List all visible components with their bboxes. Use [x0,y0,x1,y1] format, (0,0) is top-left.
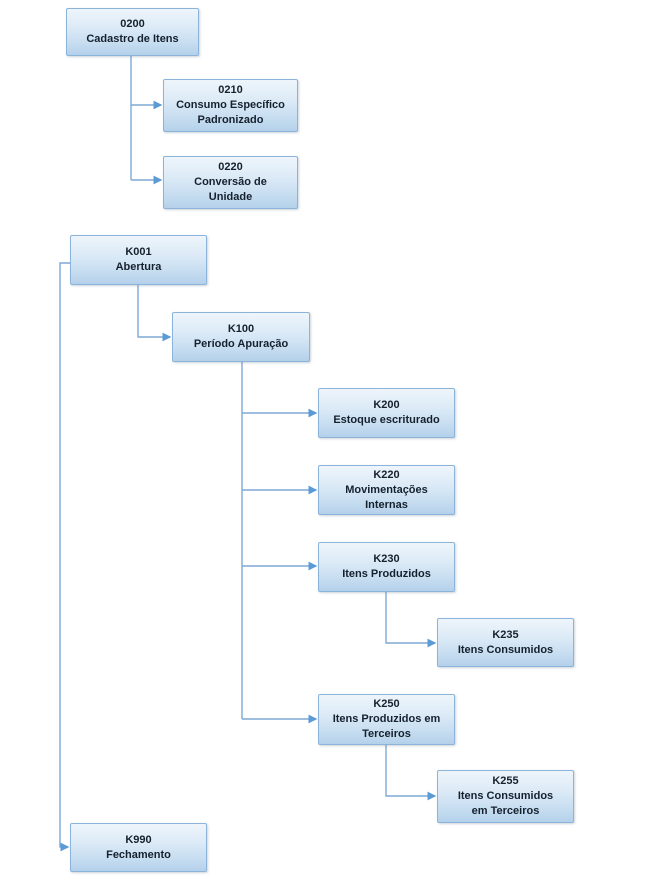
node-0200: 0200 Cadastro de Itens [66,8,199,56]
node-K230: K230 Itens Produzidos [318,542,455,592]
node-K255-label: Itens Consumidos em Terceiros [457,790,554,817]
node-K235-label: Itens Consumidos [457,643,554,656]
node-K250: K250 Itens Produzidos em Terceiros [318,694,455,745]
node-K001-code: K001 [125,246,152,258]
node-0210-code: 0210 [218,84,243,96]
node-K100-label: Período Apuração [193,338,289,350]
node-K230-code: K230 [373,553,400,565]
node-K200: K200 Estoque escriturado [318,388,455,438]
node-K200-code: K200 [373,399,400,411]
connector-K230-K235 [385,592,437,648]
node-K990-label: Fechamento [106,848,171,861]
connector-K001-K100 [137,285,172,342]
node-K220-code: K220 [373,468,400,481]
node-0220-code: 0220 [218,161,243,173]
node-0220-label: Conversão de Unidade [194,176,267,203]
node-K220: K220 Movimentações Internas [318,465,455,515]
node-K220-label: Movimentações Internas [345,483,428,511]
node-0220: 0220 Conversão de Unidade [163,156,298,209]
node-0210: 0210 Consumo Específico Padronizado [163,79,298,132]
connector-K001-K990 [59,262,70,852]
node-K255: K255 Itens Consumidos em Terceiros [437,770,574,823]
node-K230-label: Itens Produzidos [342,568,431,580]
node-K255-code: K255 [492,775,519,787]
node-K200-label: Estoque escriturado [333,414,440,426]
node-K001: K001 Abertura [70,235,207,285]
node-K100: K100 Período Apuração [172,312,310,362]
connector-K250-K255 [385,745,437,801]
node-0200-code: 0200 [120,18,145,30]
node-K100-code: K100 [227,323,255,335]
node-K990-code: K990 [125,833,152,846]
node-K001-label: Abertura [115,261,162,273]
node-K235: K235 Itens Consumidos [437,618,574,667]
node-K250-code: K250 [373,698,400,710]
node-K990: K990 Fechamento [70,823,207,872]
node-K235-code: K235 [492,628,519,641]
node-K250-label: Itens Produzidos em Terceiros [332,713,441,740]
node-0200-label: Cadastro de Itens [86,33,179,45]
node-0210-label: Consumo Específico Padronizado [176,99,285,126]
